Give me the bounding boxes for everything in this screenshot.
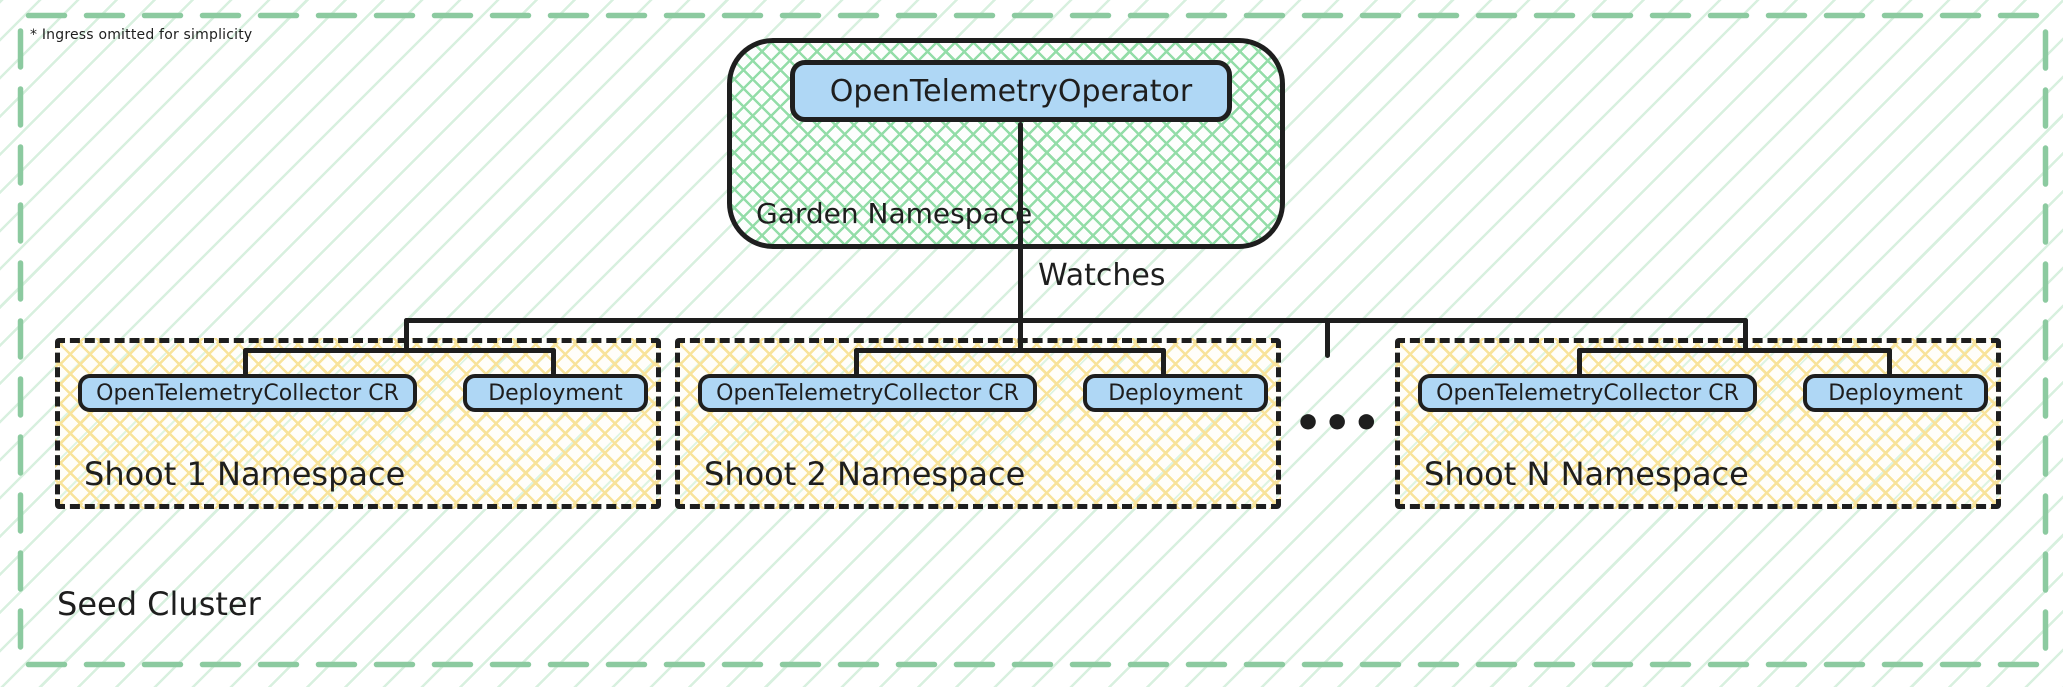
connector-shoot-n-left [1577, 348, 1582, 376]
garden-namespace-box: OpenTelemetryOperator Garden Namespace [727, 38, 1285, 249]
shoot-n-namespace-box: OpenTelemetryCollector CR Deployment Sho… [1395, 338, 2001, 509]
connector-shoot-n-right [1887, 348, 1892, 376]
connector-shoot-n [1577, 348, 1892, 353]
shoot-2-namespace-label: Shoot 2 Namespace [704, 455, 1026, 493]
shoot-2-collector-box: OpenTelemetryCollector CR [698, 374, 1037, 412]
bus-line [404, 318, 1748, 323]
shoot-n-namespace-label: Shoot N Namespace [1424, 455, 1749, 493]
shoot-1-collector-box: OpenTelemetryCollector CR [78, 374, 417, 412]
drop-line-dots [1325, 318, 1330, 358]
connector-shoot-2-right [1161, 348, 1166, 376]
shoot-1-namespace-box: OpenTelemetryCollector CR Deployment Sho… [55, 338, 661, 509]
connector-shoot-1-right [551, 348, 556, 376]
shoot-n-collector-box: OpenTelemetryCollector CR [1418, 374, 1757, 412]
connector-shoot-1-left [243, 348, 248, 376]
shoot-2-namespace-box: OpenTelemetryCollector CR Deployment Sho… [675, 338, 1281, 509]
shoot-1-namespace-label: Shoot 1 Namespace [84, 455, 406, 493]
connector-shoot-2-left [854, 348, 859, 376]
shoot-n-deployment-box: Deployment [1803, 374, 1988, 412]
drop-line-shoot-1 [404, 318, 409, 352]
opentelemetry-operator-box: OpenTelemetryOperator [790, 60, 1232, 122]
connector-shoot-1 [243, 348, 556, 353]
shoot-1-deployment-box: Deployment [463, 374, 648, 412]
drop-line-shoot-n [1743, 318, 1748, 352]
seed-cluster-label: Seed Cluster [57, 585, 261, 623]
connector-shoot-2 [854, 348, 1166, 353]
continuation-dots: ••• [1294, 398, 1382, 449]
watches-label: Watches [1038, 258, 1166, 293]
ingress-footnote: * Ingress omitted for simplicity [30, 27, 253, 43]
shoot-2-deployment-box: Deployment [1083, 374, 1268, 412]
garden-namespace-label: Garden Namespace [756, 197, 1033, 230]
